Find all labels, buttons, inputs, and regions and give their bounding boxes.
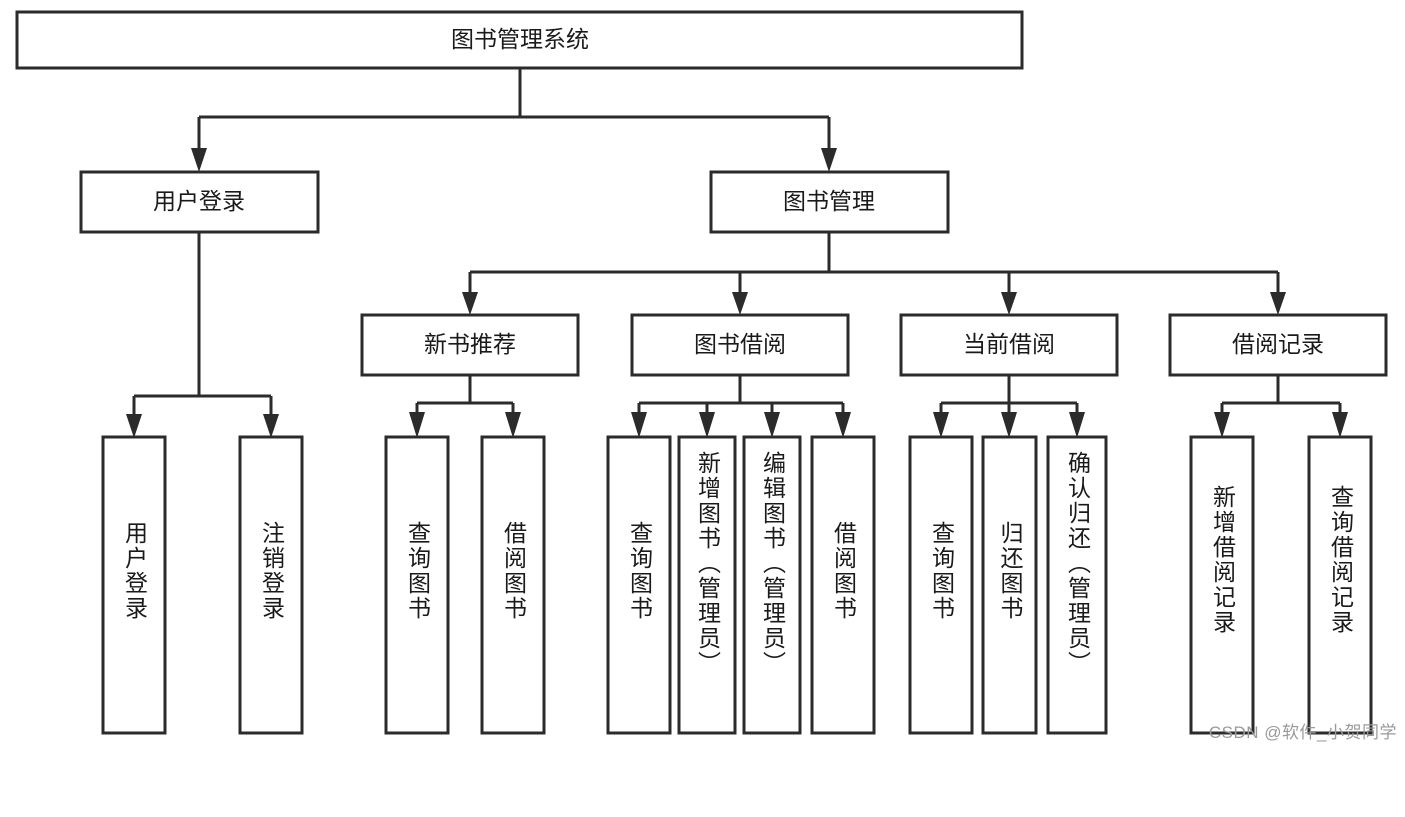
node-current-label: 当前借阅	[963, 331, 1055, 357]
arrowhead-leaf4	[505, 412, 521, 438]
arrowhead-leaf1	[126, 414, 142, 438]
connector-group-newbook	[409, 375, 521, 438]
connector-group-records	[1214, 375, 1348, 438]
node-bookmgmt-label: 图书管理	[783, 188, 875, 214]
node-records-box[interactable]	[1168, 313, 1388, 377]
node-leaf4-box[interactable]	[480, 435, 546, 735]
connector-group-borrow	[631, 375, 851, 438]
watermark-text: CSDN @软件_小贺同学	[1208, 723, 1397, 742]
diagram-svg: 图书管理系统 用户登录 图书管理 新书推荐 图书借阅 当前借阅 借阅记录	[15, 10, 1388, 735]
arrowhead-newbook	[462, 292, 478, 315]
arrowhead-bookmgmt	[821, 148, 837, 172]
node-records-label: 借阅记录	[1232, 331, 1324, 357]
node-leaf3-box[interactable]	[384, 435, 450, 735]
node-records[interactable]: 借阅记录	[1168, 313, 1388, 377]
arrowhead-login	[191, 148, 207, 172]
arrowhead-leaf7	[764, 412, 780, 438]
node-borrow-label: 图书借阅	[694, 331, 786, 357]
node-leaf9-box[interactable]	[908, 435, 974, 735]
arrowhead-leaf2	[263, 414, 279, 438]
arrowhead-current	[1001, 292, 1017, 315]
node-leaf6-box[interactable]	[677, 435, 737, 735]
node-leaf2-box[interactable]	[238, 435, 304, 735]
node-leaf13-box[interactable]	[1307, 435, 1373, 735]
node-leaf8-box[interactable]	[810, 435, 876, 735]
node-leaf1-box[interactable]	[101, 435, 167, 735]
connector-group-current	[933, 375, 1085, 438]
node-root-box[interactable]	[15, 10, 1024, 70]
node-leaf10-box[interactable]	[981, 435, 1038, 735]
node-leaf7-box[interactable]	[742, 435, 802, 735]
arrowhead-borrow	[732, 292, 748, 315]
arrowhead-leaf11	[1069, 412, 1085, 438]
node-newbook-label: 新书推荐	[424, 331, 516, 357]
arrowhead-leaf10	[1001, 412, 1017, 438]
arrowhead-leaf8	[835, 412, 851, 438]
connector-group-root	[191, 68, 837, 172]
leaf-boxes	[101, 435, 1373, 735]
node-leaf11-box[interactable]	[1046, 435, 1108, 735]
node-current-box[interactable]	[899, 313, 1119, 377]
node-login-box[interactable]	[79, 170, 320, 234]
connector-group-login	[126, 232, 279, 438]
connector-group-bookmgmt	[462, 232, 1286, 315]
node-borrow-box[interactable]	[630, 313, 850, 377]
node-leaf12-box[interactable]	[1189, 435, 1255, 735]
node-leaf5-box[interactable]	[606, 435, 672, 735]
node-newbook[interactable]: 新书推荐	[360, 313, 580, 377]
arrowhead-records	[1270, 292, 1286, 315]
node-login-label: 用户登录	[153, 188, 245, 214]
hierarchy-diagram-canvas: 图书管理系统 用户登录 图书管理 新书推荐 图书借阅 当前借阅 借阅记录	[15, 10, 1397, 742]
node-bookmgmt[interactable]: 图书管理	[709, 170, 950, 234]
node-root[interactable]: 图书管理系统	[15, 10, 1024, 70]
node-newbook-box[interactable]	[360, 313, 580, 377]
arrowhead-leaf13	[1332, 412, 1348, 438]
arrowhead-leaf3	[409, 412, 425, 438]
node-borrow[interactable]: 图书借阅	[630, 313, 850, 377]
node-root-label: 图书管理系统	[451, 26, 589, 52]
node-current[interactable]: 当前借阅	[899, 313, 1119, 377]
node-login[interactable]: 用户登录	[79, 170, 320, 234]
arrowhead-leaf5	[631, 412, 647, 438]
arrowhead-leaf12	[1214, 412, 1230, 438]
arrowhead-leaf9	[933, 412, 949, 438]
arrowhead-leaf6	[699, 412, 715, 438]
node-bookmgmt-box[interactable]	[709, 170, 950, 234]
